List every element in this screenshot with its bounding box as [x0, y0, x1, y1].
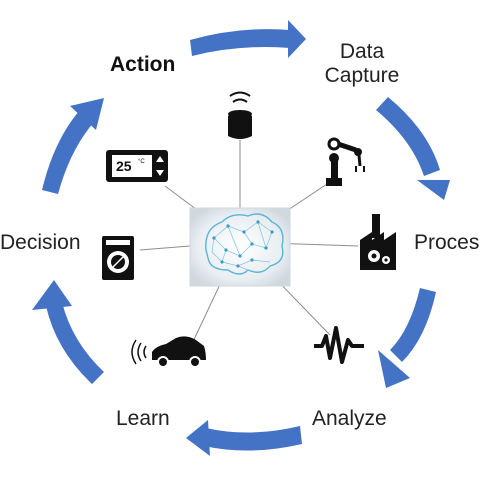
smart-speaker-icon: [228, 91, 252, 139]
step-label-action: Action: [110, 53, 176, 76]
step-label-analyze: Analyze: [312, 407, 387, 430]
arrow-process-to-analyze: [378, 288, 436, 388]
factory-icon: [360, 214, 396, 270]
thermostat-temperature: 25: [116, 158, 132, 174]
thermostat-icon: 25 °C: [106, 150, 168, 182]
washing-machine-icon: [102, 236, 134, 280]
cycle-arrows: [32, 20, 450, 456]
step-label-learn: Learn: [116, 407, 170, 430]
connected-car-icon: [131, 336, 206, 368]
arrow-analyze-to-learn: [186, 420, 302, 456]
arrow-capture-to-process: [376, 97, 450, 200]
arrow-action-to-capture: [190, 20, 306, 58]
step-label-process: Proces: [414, 231, 480, 254]
brain-network-icon: [189, 207, 291, 287]
thermostat-unit: °C: [138, 159, 145, 165]
waveform-icon: [314, 326, 364, 364]
step-label-data-capture-line2: Capture: [324, 64, 400, 87]
step-label-decision: Decision: [0, 231, 81, 254]
arrow-learn-to-decision: [32, 280, 104, 384]
arrow-decision-to-action: [42, 98, 104, 194]
step-label-data-capture: Data Capture: [312, 40, 412, 88]
robot-arm-icon: [326, 137, 365, 186]
step-label-data-capture-line1: Data: [339, 40, 385, 63]
